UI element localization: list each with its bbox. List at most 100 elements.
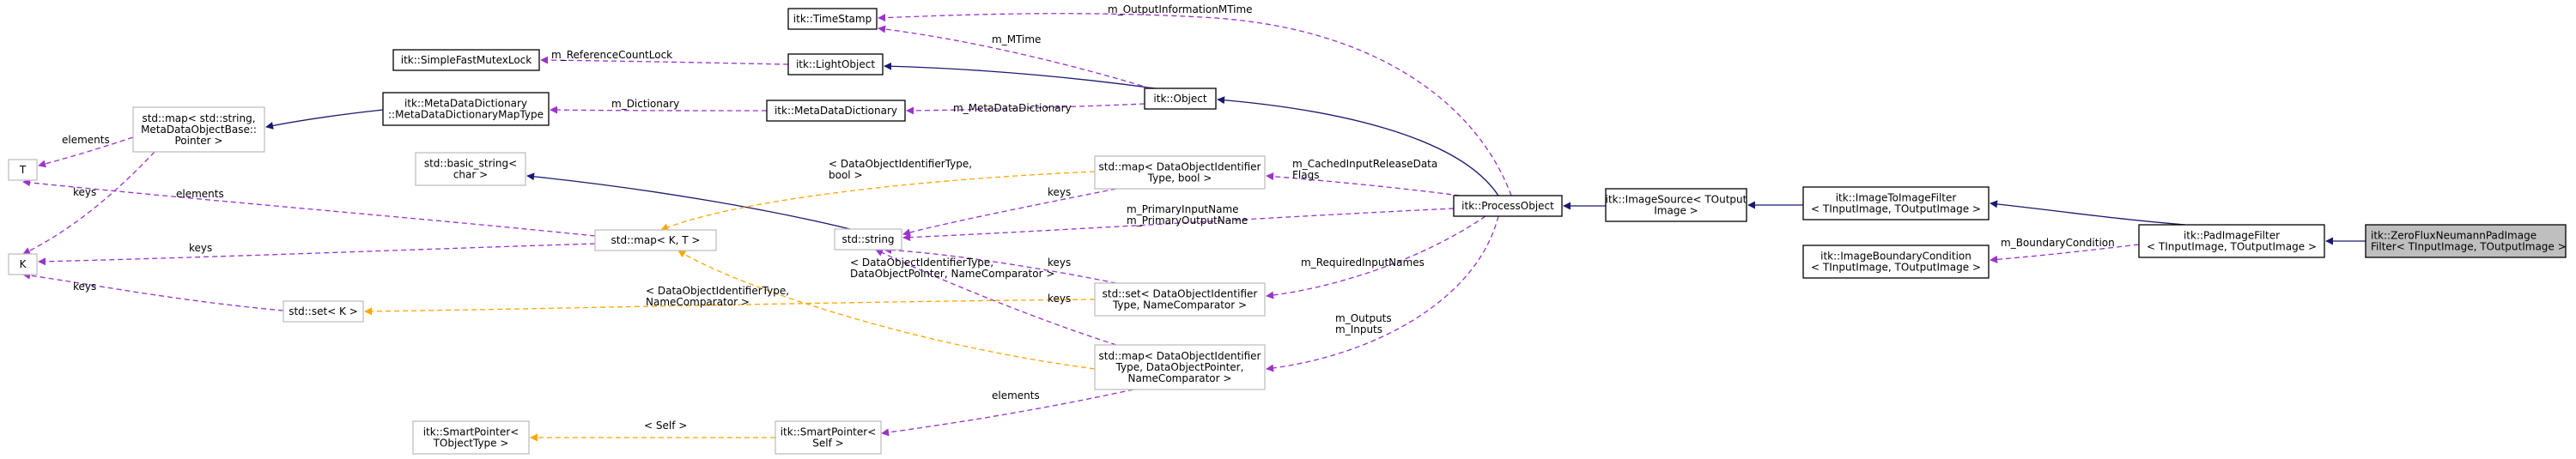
- node-process-object-box: [1453, 195, 1563, 217]
- output-information-mtime-edge-label: m_OutputInformationMTime: [1108, 3, 1253, 15]
- node-map-dataobject-pointer-label: NameComparator >: [1128, 372, 1232, 384]
- cached-input-release-edge-label-line: Flags: [1292, 169, 1319, 181]
- tmpl-namecomp-edge-label: < DataObjectIdentifierType,NameComparato…: [646, 285, 789, 308]
- mtime-edge: [878, 25, 1151, 89]
- reference-count-lock-edge-label: m_ReferenceCountLock: [551, 49, 672, 61]
- elements-map-edge-label: elements: [62, 134, 110, 146]
- node-process-object[interactable]: itk::ProcessObject: [1453, 195, 1563, 217]
- elements-smart-edge-label: elements: [992, 390, 1040, 402]
- node-meta-data-dictionary[interactable]: itk::MetaDataDictionary: [766, 100, 906, 122]
- node-map-string-metadata-label: MetaDataObjectBase::: [141, 124, 257, 136]
- node-map-dataobject-pointer-box: [1094, 344, 1266, 390]
- node-meta-data-dictionary-map-type-label: ::MetaDataDictionaryMapType: [388, 109, 544, 121]
- node-pad-image-filter[interactable]: itk::PadImageFilter< TInputImage, TOutpu…: [2138, 224, 2325, 258]
- tmpl-pointer-edge: [677, 250, 1096, 370]
- tmpl-pointer-edge-label-line: DataObjectPointer, NameComparator >: [850, 268, 1054, 280]
- reference-count-lock-edge: [540, 56, 789, 65]
- tmpl-bool-edge-label-line: < DataObjectIdentifierType,: [829, 158, 972, 170]
- node-process-object-label: itk::ProcessObject: [1461, 200, 1554, 212]
- node-simple-fast-mutex-lock[interactable]: itk::SimpleFastMutexLock: [392, 49, 540, 71]
- elements-t-edge-line: [22, 178, 596, 237]
- elements-t-edge-label: elements: [176, 188, 224, 200]
- keys-k-edge-label-line: keys: [189, 242, 212, 254]
- node-light-object-box: [787, 53, 884, 75]
- node-map-dataobject-pointer[interactable]: std::map< DataObjectIdentifierType, Data…: [1094, 344, 1266, 390]
- node-meta-data-dictionary-box: [766, 100, 906, 122]
- node-image-to-image-filter[interactable]: itk::ImageToImageFilter< TInputImage, TO…: [1802, 186, 1990, 220]
- keys-map-pointer-edge-label-line: keys: [1048, 293, 1071, 305]
- keys-map-pointer-edge-label: keys: [1048, 293, 1071, 305]
- outputs-inputs-edge: [1266, 215, 1499, 372]
- node-image-source[interactable]: itk::ImageSource< TOutputImage >: [1605, 188, 1747, 222]
- node-zero-flux-box: [2365, 224, 2567, 258]
- boundary-condition-edge-line: [1990, 244, 2140, 263]
- node-image-source-label: Image >: [1654, 205, 1698, 217]
- node-smart-pointer-self[interactable]: itk::SmartPointer<Self >: [775, 420, 882, 455]
- mtime-edge-line: [878, 25, 1151, 89]
- node-set-k[interactable]: std::set< K >: [283, 300, 364, 323]
- node-set-k-label: std::set< K >: [289, 305, 358, 317]
- node-image-boundary-condition[interactable]: itk::ImageBoundaryCondition< TInputImage…: [1802, 245, 1990, 279]
- node-image-boundary-condition-label: itk::ImageBoundaryCondition: [1820, 251, 1971, 263]
- tmpl-namecomp-edge-label-line: < DataObjectIdentifierType,: [646, 285, 789, 297]
- dictionary-edge-line: [550, 106, 768, 114]
- keys-set-edge-label: keys: [73, 281, 96, 293]
- node-std-string[interactable]: std::string: [834, 228, 902, 251]
- primary-names-edge-line: [902, 208, 1455, 242]
- node-time-stamp[interactable]: itk::TimeStamp: [787, 8, 878, 30]
- keys-map-pointer-edge: [875, 249, 1117, 346]
- object-to-light-object-line: [884, 62, 1156, 89]
- node-t[interactable]: T: [8, 159, 38, 181]
- node-set-dataobject-box: [1094, 282, 1266, 317]
- boundary-condition-edge: [1990, 244, 2140, 263]
- node-pad-image-filter-label: < TInputImage, TOutputImage >: [2147, 241, 2317, 253]
- keys-set-dataobject-edge-label-line: keys: [1048, 257, 1071, 269]
- dictionary-edge-label: m_Dictionary: [611, 98, 679, 110]
- node-light-object[interactable]: itk::LightObject: [787, 53, 884, 75]
- self-tmpl-edge-label-line: < Self >: [644, 420, 687, 432]
- node-image-source-box: [1605, 188, 1747, 222]
- tmpl-pointer-edge-label-line: < DataObjectIdentifierType,: [850, 257, 993, 269]
- node-map-string-metadata[interactable]: std::map< std::string,MetaDataObjectBase…: [132, 106, 265, 153]
- node-k[interactable]: K: [8, 253, 38, 275]
- boundary-condition-edge-label: m_BoundaryCondition: [2001, 237, 2115, 249]
- tmpl-pointer-edge-label: < DataObjectIdentifierType,DataObjectPoi…: [850, 257, 1054, 280]
- mtime-edge-label: m_MTime: [992, 33, 1041, 45]
- meta-data-dictionary-edge-line: [906, 103, 1145, 115]
- node-meta-data-dictionary-label: itk::MetaDataDictionary: [775, 105, 897, 117]
- node-simple-fast-mutex-lock-label: itk::SimpleFastMutexLock: [401, 54, 532, 66]
- required-input-names-edge-label-line: m_RequiredInputNames: [1301, 257, 1425, 269]
- node-map-dataobject-bool-label: std::map< DataObjectIdentifier: [1099, 161, 1261, 173]
- primary-names-edge-label-line: m_PrimaryInputName: [1127, 203, 1239, 215]
- node-basic-string-box: [415, 152, 526, 186]
- node-map-k-t[interactable]: std::map< K, T >: [594, 229, 717, 251]
- tmpl-bool-edge-label-line: bool >: [829, 169, 863, 181]
- node-std-string-label: std::string: [841, 233, 894, 245]
- node-map-dataobject-bool[interactable]: std::map< DataObjectIdentifierType, bool…: [1094, 155, 1266, 190]
- node-meta-data-dictionary-map-type[interactable]: itk::MetaDataDictionary::MetaDataDiction…: [382, 92, 550, 126]
- node-map-k-t-label: std::map< K, T >: [611, 234, 701, 246]
- node-std-string-box: [834, 228, 902, 251]
- cached-input-release-edge-label-line: m_CachedInputReleaseData: [1292, 158, 1437, 170]
- dictionary-edge-label-line: m_Dictionary: [611, 98, 679, 110]
- node-smart-pointer-tobject-label: TObjectType >: [433, 438, 509, 450]
- keys-bool-edge-line: [902, 188, 1117, 237]
- node-map-dataobject-pointer-label: Type, DataObjectPointer,: [1115, 361, 1244, 373]
- node-set-dataobject[interactable]: std::set< DataObjectIdentifierType, Name…: [1094, 282, 1266, 317]
- node-object[interactable]: itk::Object: [1144, 88, 1217, 110]
- node-basic-string-label: char >: [453, 169, 488, 181]
- node-set-dataobject-label: std::set< DataObjectIdentifier: [1103, 288, 1258, 300]
- node-basic-string[interactable]: std::basic_string<char >: [415, 152, 526, 186]
- node-time-stamp-box: [787, 8, 878, 30]
- primary-names-edge-label-line: m_PrimaryOutputName: [1127, 214, 1248, 226]
- elements-map-edge: [38, 136, 134, 168]
- node-image-to-image-filter-label: itk::ImageToImageFilter: [1836, 192, 1957, 204]
- dictionary-map-to-std-map: [265, 109, 384, 130]
- keys-k-edge: [38, 243, 596, 266]
- cached-input-release-edge: [1266, 172, 1461, 196]
- node-smart-pointer-tobject[interactable]: itk::SmartPointer<TObjectType >: [412, 420, 530, 455]
- tmpl-namecomp-edge-label-line: NameComparator >: [646, 296, 750, 308]
- cached-input-release-edge-line: [1266, 172, 1461, 196]
